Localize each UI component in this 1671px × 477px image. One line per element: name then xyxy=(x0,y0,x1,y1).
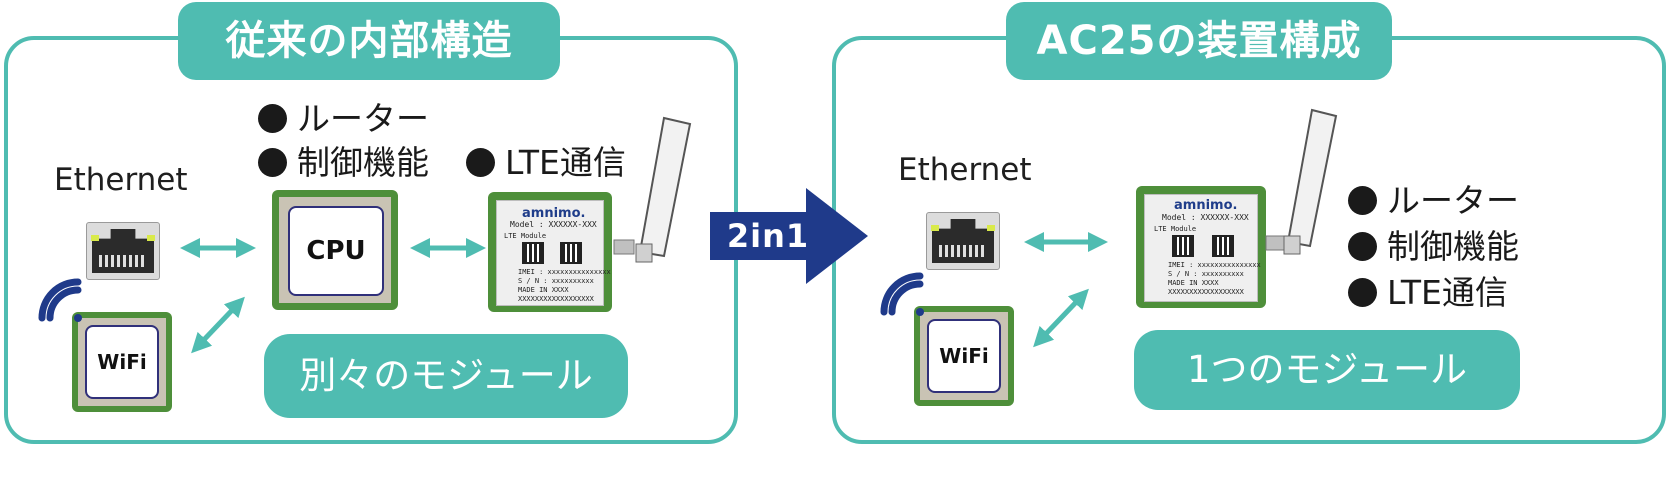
antenna-icon xyxy=(1265,108,1338,255)
ethernet-label-right: Ethernet xyxy=(898,152,1032,188)
feature-lte: LTE通信 xyxy=(466,136,626,184)
bullet-dot-icon xyxy=(1348,186,1377,215)
left-panel-title: 従来の内部構造 xyxy=(178,2,560,80)
wifi-chip-right: WiFi xyxy=(914,306,1014,406)
integrated-module: amnimo. Model : XXXXXX-XXX LTE Module IM… xyxy=(1136,186,1266,308)
wifi-label-right: WiFi xyxy=(927,319,1001,393)
feature-control-right: 制御機能 xyxy=(1348,220,1519,268)
ethernet-port-icon xyxy=(926,212,1000,270)
lte-type: LTE Module xyxy=(504,232,547,240)
bullet-dot-icon xyxy=(466,148,495,177)
feature-control: 制御機能 xyxy=(258,136,429,184)
wifi-label: WiFi xyxy=(85,325,159,399)
antenna-icon xyxy=(613,116,692,263)
ethernet-label: Ethernet xyxy=(54,162,188,198)
separate-modules-label: 別々のモジュール xyxy=(264,334,628,418)
cpu-label: CPU xyxy=(288,206,384,296)
bullet-dot-icon xyxy=(258,148,287,177)
lte-model: Model : XXXXXX-XXX xyxy=(510,220,597,229)
lte-module: amnimo. Model : XXXXXX-XXX LTE Module IM… xyxy=(488,192,612,312)
lte-serial: S / N : xxxxxxxxxx xyxy=(518,277,594,285)
double-arrow-icon xyxy=(1033,288,1089,348)
right-panel-title: AC25の装置構成 xyxy=(1006,2,1392,80)
wifi-signal-icon xyxy=(880,272,924,316)
bullet-dot-icon xyxy=(1348,278,1377,307)
feature-router-right: ルーター xyxy=(1348,174,1519,222)
lte-brand: amnimo. xyxy=(522,206,586,221)
transition-arrow xyxy=(710,188,868,284)
feature-lte-right: LTE通信 xyxy=(1348,266,1508,314)
wifi-signal-icon xyxy=(38,278,82,322)
ethernet-port-icon xyxy=(86,222,160,280)
double-arrow-icon xyxy=(191,296,245,354)
lte-lot: XXXXXXXXXXXXXXXXXX xyxy=(518,295,594,303)
feature-router: ルーター xyxy=(258,92,429,140)
transition-arrow-label: 2in1 xyxy=(726,217,810,255)
bullet-dot-icon xyxy=(1348,232,1377,261)
bullet-dot-icon xyxy=(258,104,287,133)
single-module-label: 1つのモジュール xyxy=(1134,330,1520,410)
wifi-chip: WiFi xyxy=(72,312,172,412)
lte-imei: IMEI : xxxxxxxxxxxxxxx xyxy=(518,268,611,276)
cpu-chip: CPU xyxy=(272,190,398,310)
lte-made-in: MADE IN XXXX xyxy=(518,286,569,294)
